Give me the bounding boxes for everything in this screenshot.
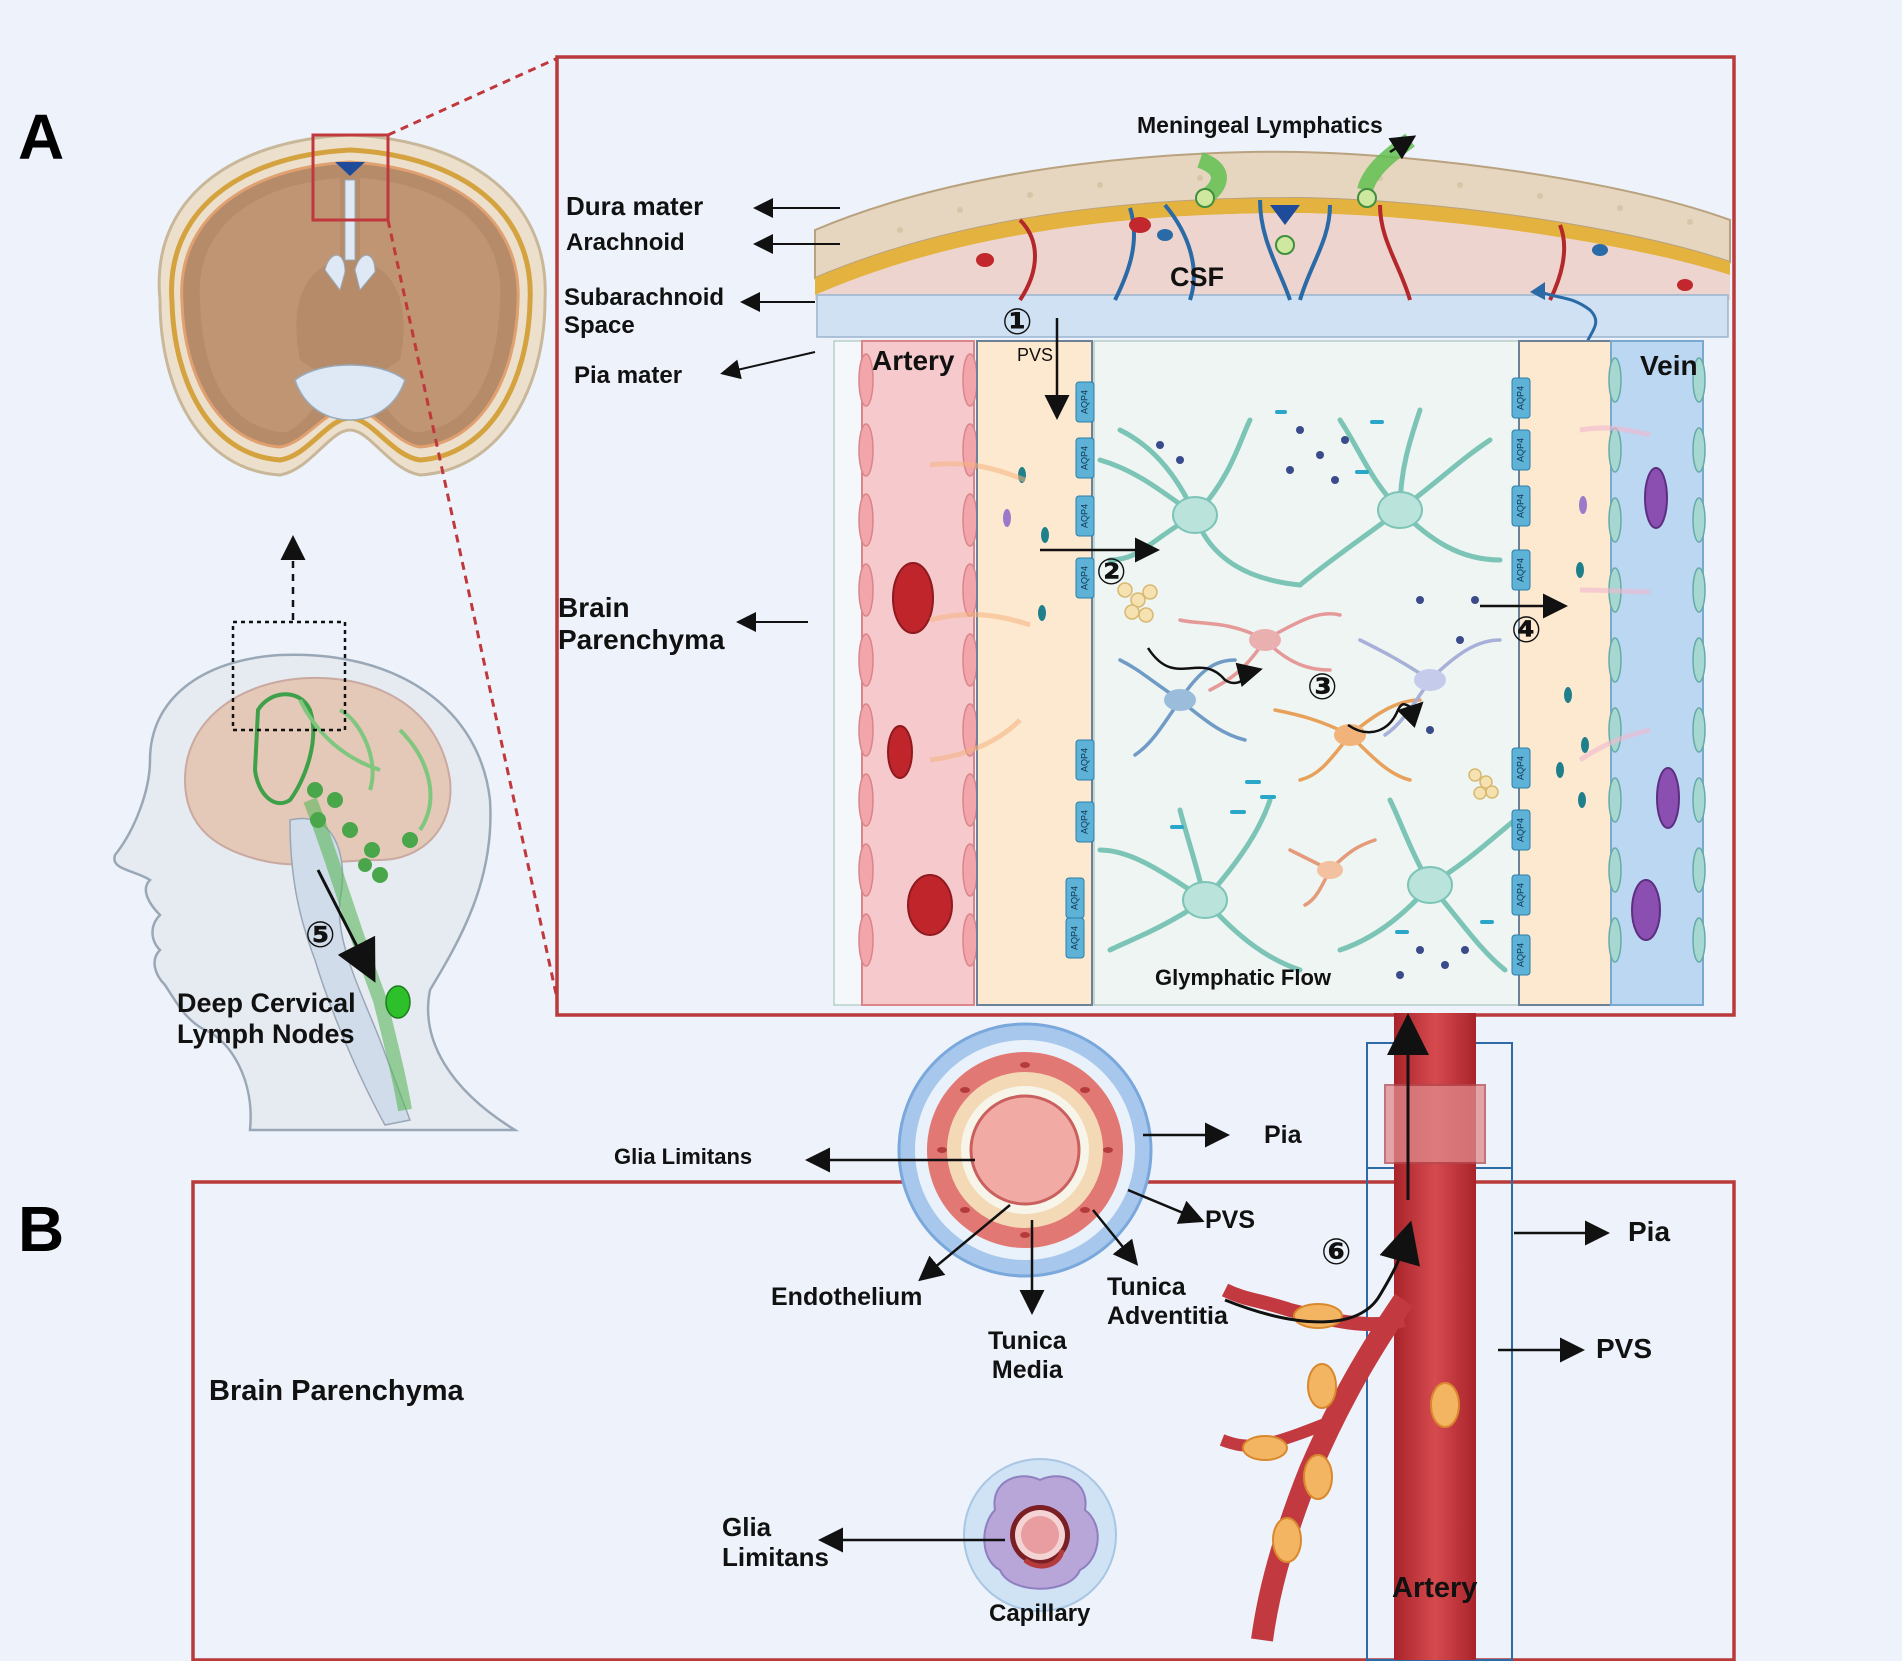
label-glia-limitans-top: Glia Limitans — [614, 1144, 753, 1169]
aqp4-label: AQP4 — [1079, 390, 1089, 414]
aqp4-label: AQP4 — [1515, 494, 1525, 518]
aqp4-label: AQP4 — [1069, 926, 1079, 950]
label-glymphatic-flow: Glymphatic Flow — [1155, 965, 1332, 990]
aqp4-label: AQP4 — [1079, 748, 1089, 772]
label-csf: CSF — [1170, 262, 1224, 292]
step-5: ⑤ — [305, 915, 336, 956]
aqp4-label: AQP4 — [1079, 810, 1089, 834]
label-pia-mater: Pia mater — [574, 362, 683, 389]
label-artery-b: Artery — [1392, 1572, 1478, 1604]
label-pvs-long: PVS — [1596, 1333, 1653, 1364]
aqp4-label: AQP4 — [1079, 566, 1089, 590]
panel-label-b: B — [18, 1193, 65, 1265]
aqp4-tag: AQP4 — [1075, 557, 1095, 599]
label-pvs-a: PVS — [1017, 345, 1054, 365]
aqp4-tag: AQP4 — [1511, 549, 1531, 591]
red-blood-cell — [907, 874, 953, 936]
label-deep-cervical-lymph-nodes: Deep Cervical Lymph Nodes — [177, 988, 356, 1050]
aqp4-label: AQP4 — [1515, 438, 1525, 462]
aqp4-label: AQP4 — [1069, 886, 1079, 910]
aqp4-tag: AQP4 — [1065, 917, 1085, 959]
label-meningeal-lymphatics: Meningeal Lymphatics — [1137, 112, 1383, 138]
step-4: ④ — [1511, 610, 1542, 651]
aqp4-tag: AQP4 — [1511, 377, 1531, 419]
step-1: ① — [1002, 302, 1033, 343]
zoom-box-brain — [311, 133, 390, 222]
vein-cell — [1631, 879, 1661, 941]
zoom-box-head — [231, 620, 347, 732]
aqp4-label: AQP4 — [1079, 504, 1089, 528]
label-brain-parenchyma-b: Brain Parenchyma — [209, 1375, 464, 1407]
coronal-brain-section — [157, 133, 547, 477]
aqp4-label: AQP4 — [1515, 386, 1525, 410]
capillary-cross-section — [963, 1458, 1117, 1612]
aqp4-label: AQP4 — [1515, 756, 1525, 780]
aqp4-tag: AQP4 — [1511, 747, 1531, 789]
aqp4-tag: AQP4 — [1511, 934, 1531, 976]
vessel-cross-section — [897, 1022, 1153, 1278]
label-pia-long: Pia — [1628, 1216, 1671, 1247]
label-tunica-adventitia: Tunica Adventitia — [1107, 1273, 1228, 1330]
aqp4-tag: AQP4 — [1511, 809, 1531, 851]
label-capillary: Capillary — [989, 1600, 1091, 1627]
aqp4-tag: AQP4 — [1511, 874, 1531, 916]
aqp4-channels: AQP4AQP4AQP4AQP4AQP4AQP4AQP4AQP4AQP4AQP4… — [1065, 377, 1531, 976]
label-endothelium: Endothelium — [771, 1283, 923, 1311]
vein-cell — [1656, 767, 1680, 829]
aqp4-tag: AQP4 — [1511, 485, 1531, 527]
label-artery-a: Artery — [872, 345, 955, 376]
step-3: ③ — [1307, 667, 1338, 708]
red-blood-cell — [887, 725, 913, 779]
label-glia-limitans-capillary: Glia Limitans — [722, 1512, 829, 1572]
head-profile — [113, 620, 520, 1132]
aqp4-tag: AQP4 — [1075, 495, 1095, 537]
label-pia-cross: Pia — [1264, 1121, 1302, 1149]
aqp4-tag: AQP4 — [1075, 739, 1095, 781]
aqp4-label: AQP4 — [1515, 883, 1525, 907]
vein-cell — [1644, 467, 1668, 529]
label-subarachnoid-space: Subarachnoid Space — [564, 284, 725, 339]
label-pvs-cross: PVS — [1205, 1206, 1256, 1234]
longitudinal-artery — [1219, 1013, 1513, 1661]
label-brain-parenchyma-a: Brain Parenchyma — [558, 592, 725, 656]
panel-label-a: A — [18, 101, 65, 173]
aqp4-tag: AQP4 — [1511, 429, 1531, 471]
label-dura-mater: Dura mater — [566, 191, 704, 221]
aqp4-tag: AQP4 — [1075, 437, 1095, 479]
aqp4-label: AQP4 — [1515, 943, 1525, 967]
aqp4-tag: AQP4 — [1075, 381, 1095, 423]
aqp4-label: AQP4 — [1079, 446, 1089, 470]
aqp4-tag: AQP4 — [1075, 801, 1095, 843]
step-6: ⑥ — [1321, 1232, 1352, 1273]
label-tunica-media: Tunica Media — [988, 1327, 1067, 1384]
label-vein: Vein — [1640, 350, 1698, 381]
astrocytes — [1097, 407, 1518, 973]
deep-cervical-lymph-node — [385, 985, 411, 1019]
aqp4-label: AQP4 — [1515, 558, 1525, 582]
label-arachnoid: Arachnoid — [566, 229, 685, 256]
aqp4-tag: AQP4 — [1065, 877, 1085, 919]
aqp4-label: AQP4 — [1515, 818, 1525, 842]
red-blood-cell — [892, 562, 934, 634]
step-2: ② — [1096, 552, 1127, 593]
